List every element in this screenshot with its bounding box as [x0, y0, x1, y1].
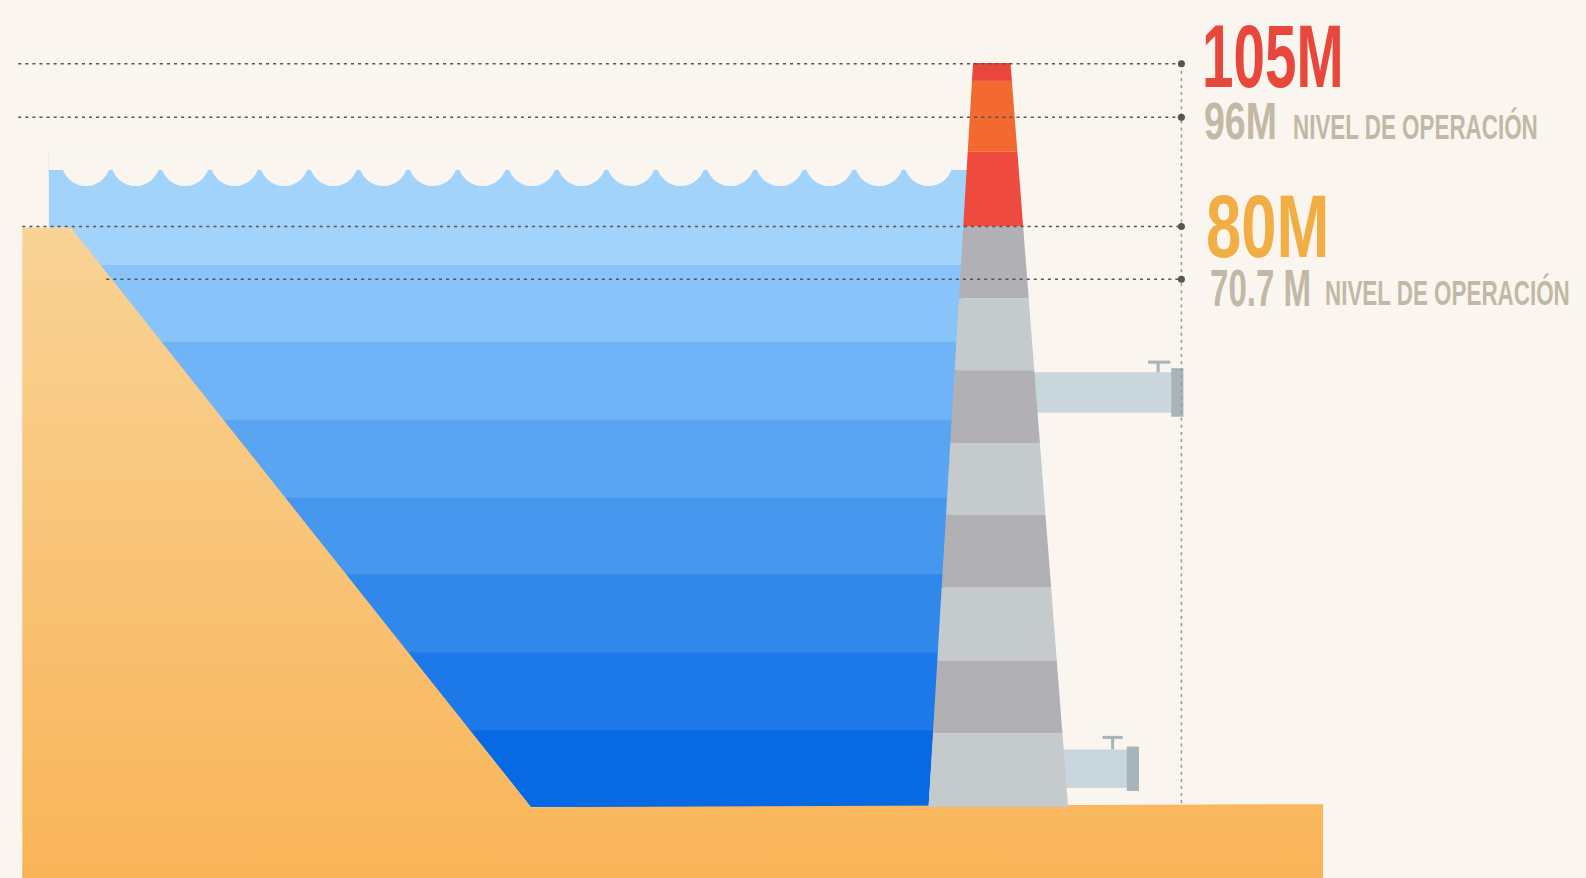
- level-value: 80M: [1206, 182, 1329, 271]
- level-note: NIVEL DE OPERACIÓN: [1293, 110, 1538, 144]
- level-value: 96M: [1204, 95, 1277, 148]
- level-lines: [18, 64, 1181, 279]
- measure-line: [1181, 64, 1183, 804]
- level-value: 70.7 M: [1210, 262, 1311, 315]
- intake-tower: [920, 63, 1082, 807]
- level-dots: [1178, 60, 1185, 283]
- level-value: 105M: [1202, 12, 1344, 101]
- level-note: NIVEL DE OPERACIÓN: [1325, 276, 1570, 310]
- dam-ground: [22, 228, 1323, 878]
